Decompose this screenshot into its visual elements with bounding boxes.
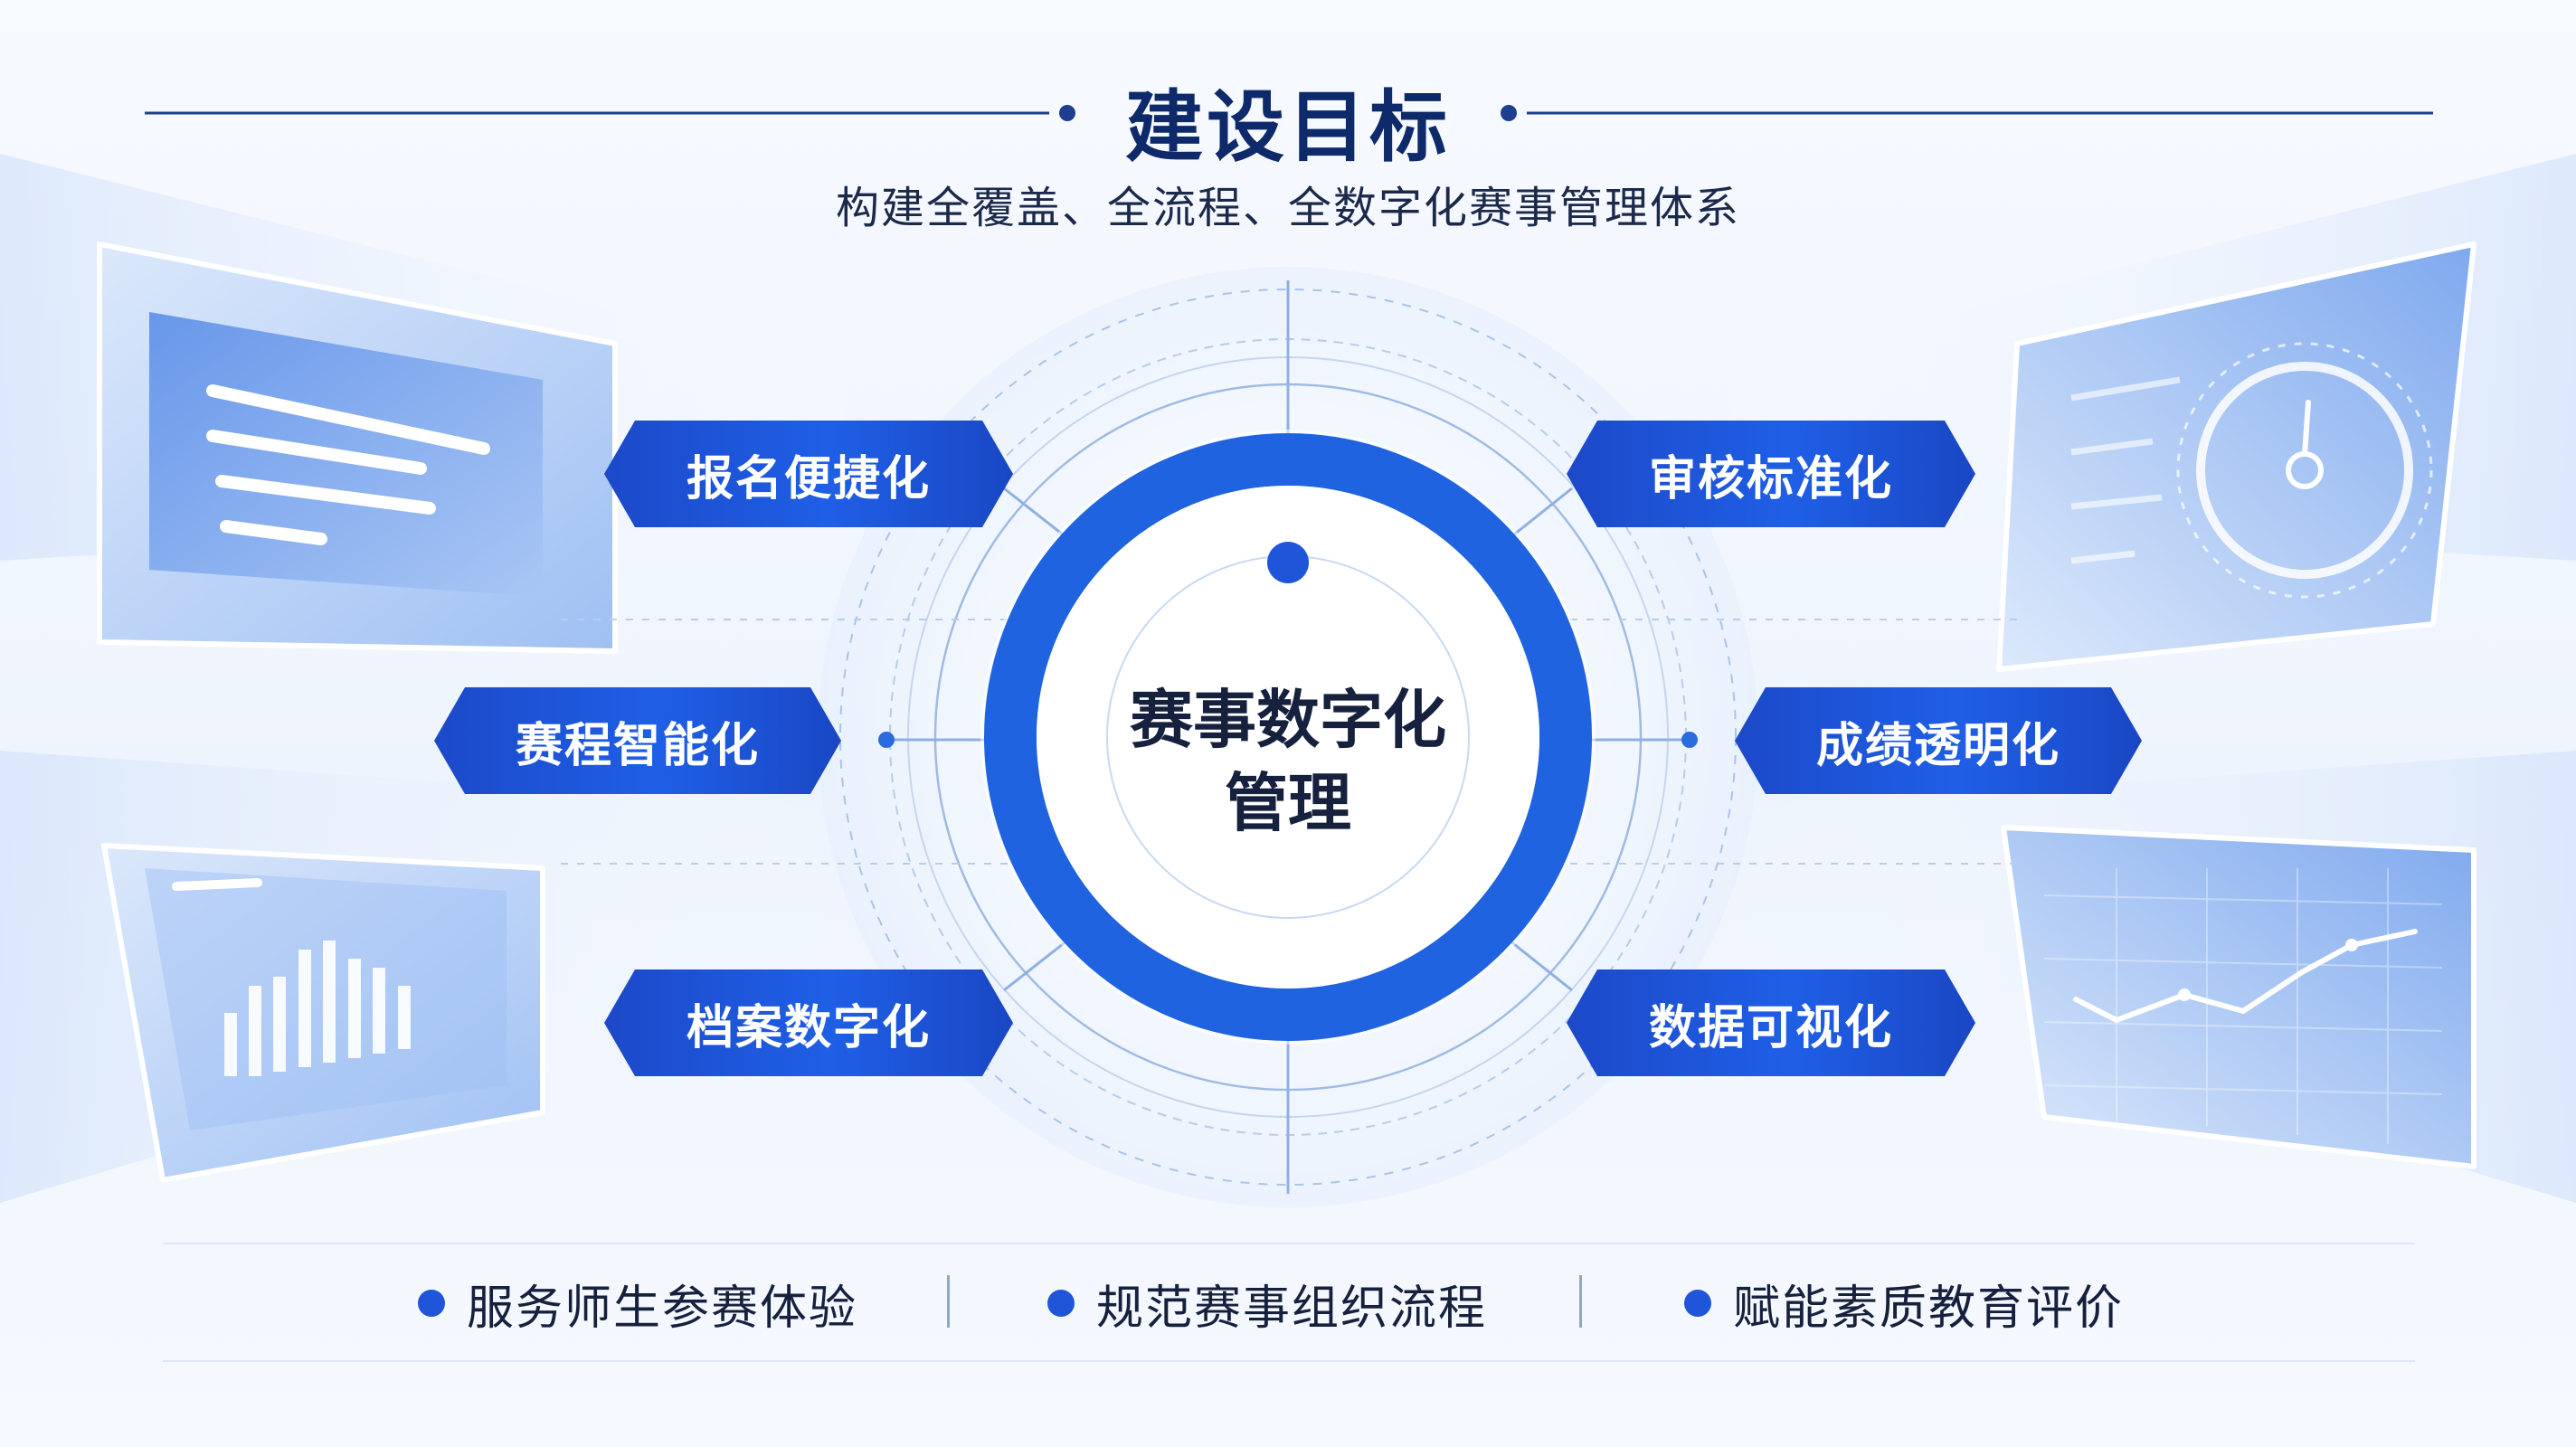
bottom-item-service: 服务师生参赛体验 [418, 1272, 858, 1336]
bottom-item-label: 赋能素质教育评价 [1733, 1281, 2125, 1336]
line-chart-panel-icon [2001, 825, 2477, 1169]
bar-chart-panel-icon [101, 843, 545, 1183]
document-panel-icon [97, 241, 618, 654]
center-label: 赛事数字化 管理 [1035, 678, 1541, 845]
bottom-item-process: 规范赛事组织流程 [1047, 1272, 1488, 1336]
center-label-line-1: 赛事数字化 [1130, 683, 1446, 757]
goal-review: 审核标准化 [1567, 421, 1975, 527]
bullet-dot-icon [1047, 1290, 1075, 1317]
bullet-dot-icon [1684, 1290, 1711, 1317]
separator [947, 1275, 950, 1328]
goal-visualization: 数据可视化 [1567, 969, 1975, 1076]
page-subtitle: 构建全覆盖、全流程、全数字化赛事管理体系 [835, 183, 1740, 233]
bottom-item-label: 规范赛事组织流程 [1096, 1281, 1488, 1336]
gauge-panel-icon [1996, 241, 2477, 672]
separator [1579, 1275, 1582, 1328]
goal-results: 成绩透明化 [1735, 687, 2142, 794]
center-label-line-2: 管理 [1225, 766, 1351, 840]
bottom-item-label: 服务师生参赛体验 [467, 1281, 858, 1336]
goal-archive: 档案数字化 [604, 969, 1013, 1076]
goal-registration: 报名便捷化 [604, 421, 1013, 527]
goal-schedule: 赛程智能化 [434, 687, 841, 794]
page-title: 建设目标 [1125, 82, 1451, 173]
bottom-item-evaluation: 赋能素质教育评价 [1684, 1272, 2125, 1336]
bullet-dot-icon [418, 1290, 445, 1317]
